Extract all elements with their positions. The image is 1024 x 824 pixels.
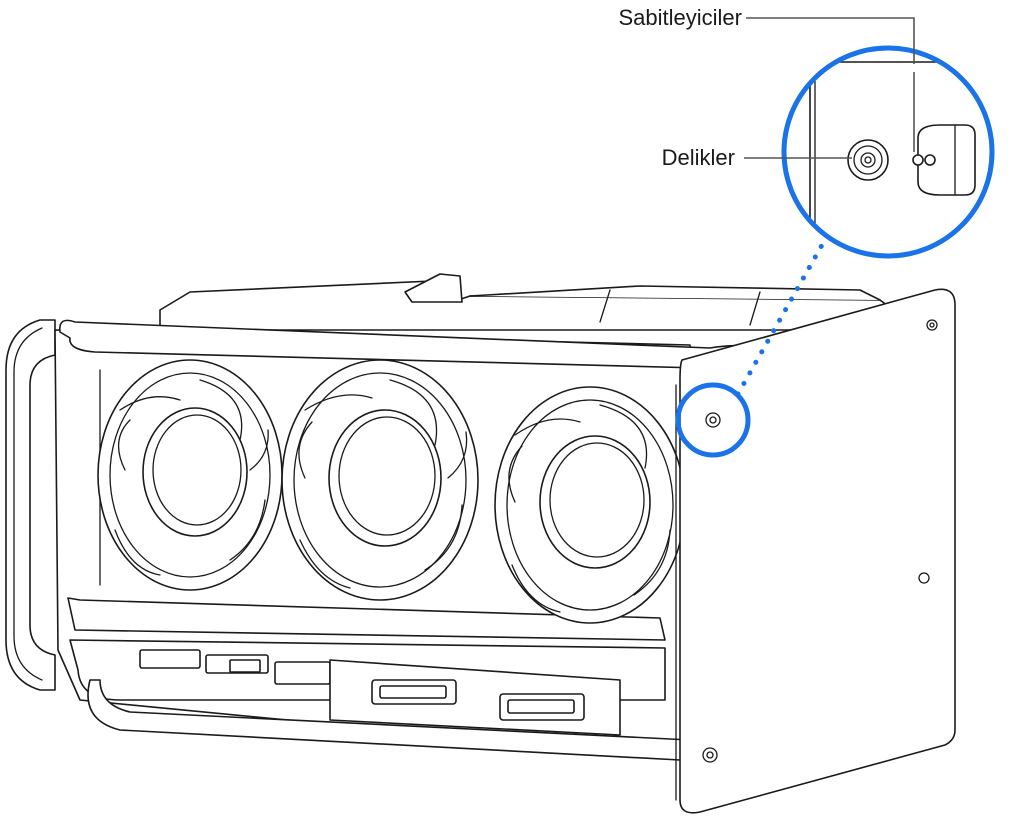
holes-label: Delikler [661, 145, 735, 170]
side-panel [675, 288, 956, 814]
fasteners-label: Sabitleyiciler [618, 5, 743, 30]
fan-3 [494, 386, 686, 624]
hole-highlight [675, 382, 751, 458]
fan-2 [281, 359, 479, 601]
port-strip [139, 649, 621, 736]
top-cover [159, 273, 901, 331]
left-handle [5, 319, 56, 691]
magnified-detail [781, 45, 995, 259]
fan-1 [97, 359, 283, 591]
fasteners-leader-line [746, 17, 915, 64]
zoom-connector [735, 242, 825, 397]
